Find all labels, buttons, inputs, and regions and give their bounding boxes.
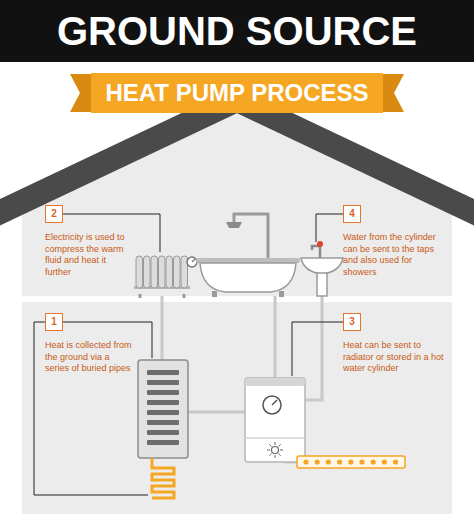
radiator [134, 256, 197, 298]
radiator-column [151, 256, 158, 288]
callout: 2Electricity is used to compress the war… [45, 205, 131, 279]
hot-water-cylinder [245, 437, 305, 439]
heat-pump-unit [147, 370, 179, 445]
hot-water-cylinder [245, 378, 305, 462]
sink [301, 241, 343, 296]
floor [22, 296, 452, 302]
vent-slat [147, 370, 179, 375]
radiator [136, 256, 188, 288]
leader-lines [34, 214, 343, 495]
sun-ray [279, 444, 281, 446]
radiator-column [159, 256, 166, 288]
bathtub [226, 222, 242, 228]
title: GROUND SOURCE [57, 11, 417, 51]
underfloor-heating [297, 456, 405, 468]
callout-number: 1 [45, 313, 63, 331]
callout-text: Heat can be sent to radiator or stored i… [343, 340, 447, 375]
heating-dot [393, 459, 398, 464]
title-banner: HEAT PUMP PROCESS [91, 73, 382, 113]
radiator [192, 259, 195, 262]
radiator-column [136, 256, 143, 288]
sun-ray [280, 450, 283, 451]
leader-lines [292, 322, 343, 376]
callout-number: 3 [343, 313, 361, 331]
ground-coil [152, 458, 174, 498]
sun-ray [269, 454, 271, 456]
callout-text: Heat is collected from the ground via a … [45, 340, 133, 375]
callout: 1Heat is collected from the ground via a… [45, 313, 133, 375]
radiator-column [166, 256, 173, 288]
heating-dot [382, 459, 387, 464]
title-band [0, 0, 474, 62]
heating-dot [315, 459, 320, 464]
radiator [183, 294, 186, 298]
hot-water-cylinder [245, 378, 305, 386]
radiator [139, 294, 142, 298]
vent-slat [147, 400, 179, 405]
sun-ray [275, 455, 276, 458]
sun-ray [267, 450, 270, 451]
sun-ray [269, 444, 271, 446]
vent-slat [147, 410, 179, 415]
pipes [305, 296, 322, 400]
callout-number: 4 [343, 205, 361, 223]
underfloor-heating [297, 456, 405, 468]
bathtub [279, 291, 284, 297]
hot-water-cylinder [272, 447, 279, 454]
pipes [274, 296, 277, 378]
pipes [188, 411, 245, 414]
vent-slat [147, 440, 179, 445]
heating-dot [348, 459, 353, 464]
hot-water-cylinder [245, 378, 305, 462]
radiator [187, 257, 197, 267]
heat-pump-unit [138, 360, 188, 458]
heat-pump-unit [138, 360, 188, 458]
heating-dot [326, 459, 331, 464]
radiator-column [174, 256, 181, 288]
leader-lines [316, 214, 343, 242]
sink [312, 246, 320, 258]
bathtub [200, 263, 296, 292]
heating-dot [371, 459, 376, 464]
sun-ray [275, 442, 276, 445]
bathtub [212, 291, 217, 297]
underfloor-heating [303, 459, 398, 464]
roof [0, 100, 474, 218]
pipes [161, 296, 164, 360]
callout-text: Water from the cylinder can be sent to t… [343, 232, 447, 279]
banner-text: HEAT PUMP PROCESS [105, 79, 368, 106]
callout: 4Water from the cylinder can be sent to … [343, 205, 447, 279]
sun-ray [279, 454, 281, 456]
callout: 3Heat can be sent to radiator or stored … [343, 313, 447, 375]
vent-slat [147, 380, 179, 385]
hot-water-cylinder [267, 442, 283, 458]
heating-dot [337, 459, 342, 464]
callout-text: Electricity is used to compress the warm… [45, 232, 131, 279]
vent-slat [147, 430, 179, 435]
sink [301, 258, 343, 274]
vent-slat [147, 420, 179, 425]
vent-slat [147, 390, 179, 395]
hot-water-cylinder [263, 396, 281, 414]
callout-number: 2 [45, 205, 63, 223]
radiator-column [144, 256, 151, 288]
heating-dot [359, 459, 364, 464]
hot-water-cylinder [272, 400, 277, 405]
leader-lines [34, 322, 148, 495]
bathtub [234, 214, 268, 262]
sink [317, 273, 327, 296]
sink [317, 241, 323, 247]
heating-dot [303, 459, 308, 464]
bathtub [196, 214, 300, 297]
